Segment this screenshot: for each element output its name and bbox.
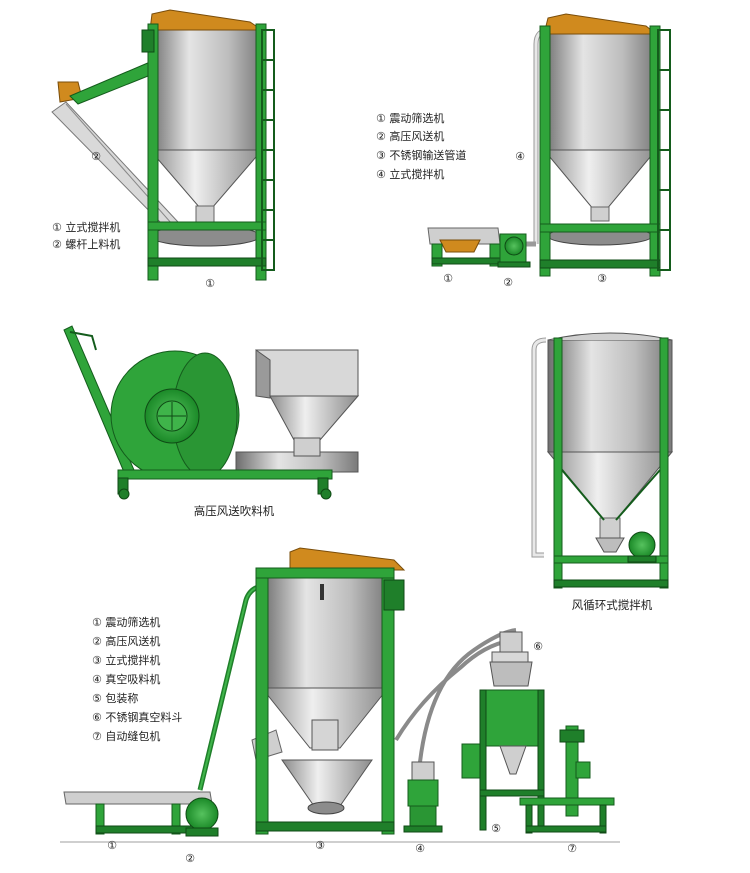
feeder-base	[117, 469, 333, 500]
blower-fan	[110, 350, 240, 480]
legend-item: ② 高压风送机	[92, 634, 160, 648]
mixer-tank	[546, 332, 674, 553]
caption-blower-feeder: 高压风送吹料机	[194, 504, 275, 518]
high-pressure-blower	[497, 233, 531, 268]
diagram-sieve-blower-pipe-mixer: ④ ① ② ③ ① 震动筛选机 ② 高压风送机 ③ 不锈钢输送管道 ④ 立式搅拌…	[376, 13, 671, 289]
legend-item: ⑤ 包装称	[92, 691, 138, 705]
feed-hopper	[255, 349, 360, 457]
vacuum-loader	[403, 761, 443, 833]
marker-sieve: ①	[107, 839, 117, 852]
auto-bag-sewing-machine	[519, 725, 615, 834]
stainless-vacuum-hopper	[489, 631, 533, 687]
diagram-full-production-line: ① ② ③ ④ ⑤ ⑥ ⑦ ① 震动筛选机 ② 高压风送机 ③ 立式搅拌机 ④ …	[60, 547, 620, 865]
legend-item: ② 螺杆上料机	[52, 237, 120, 251]
marker-mixer: ③	[315, 839, 325, 852]
legend-item: ③ 立式搅拌机	[92, 653, 160, 667]
mixer-frame	[141, 23, 275, 281]
marker-vacuum-hopper: ⑥	[533, 640, 543, 653]
mixer-frame	[553, 337, 669, 589]
mixer-frame	[539, 25, 671, 277]
marker-blower: ②	[503, 276, 513, 289]
circulation-fan	[627, 531, 657, 563]
legend-item: ① 震动筛选机	[92, 615, 160, 629]
marker-screw-loader: ②	[91, 150, 101, 163]
legend-item: ④ 真空吸料机	[92, 672, 160, 686]
marker-blower: ②	[185, 852, 195, 865]
legend-item: ① 立式搅拌机	[52, 220, 120, 234]
caption-air-circulation-mixer: 风循环式搅拌机	[572, 598, 653, 612]
circulation-pipe	[531, 337, 547, 558]
high-pressure-blower	[185, 797, 219, 837]
marker-mixer: ③	[597, 272, 607, 285]
marker-vertical-mixer: ①	[205, 277, 215, 290]
marker-bag-sewing: ⑦	[567, 842, 577, 855]
diagram-air-circulation-mixer: 风循环式搅拌机	[531, 332, 674, 612]
marker-packing-scale: ⑤	[491, 822, 501, 835]
legend-item: ③ 不锈钢输送管道	[376, 148, 466, 162]
screw-loader	[51, 61, 179, 229]
legend-item: ① 震动筛选机	[376, 111, 444, 125]
mixer-tank	[148, 9, 264, 247]
legend-item: ② 高压风送机	[376, 129, 444, 143]
marker-sieve: ①	[443, 272, 453, 285]
marker-vacuum-loader: ④	[415, 842, 425, 855]
diagram-vertical-mixer-screw-loader: ② ① ① 立式搅拌机 ② 螺杆上料机	[51, 9, 275, 290]
vibrating-sieve	[63, 791, 213, 835]
legend-item: ⑦ 自动缝包机	[92, 729, 160, 743]
vibrating-sieve	[427, 227, 503, 267]
diagram-high-pressure-blower-feeder: 高压风送吹料机	[63, 325, 360, 518]
legend-item: ④ 立式搅拌机	[376, 167, 444, 181]
mixer-tank	[251, 547, 406, 815]
mixer-frame	[255, 567, 405, 835]
legend-item: ⑥ 不锈钢真空料斗	[92, 710, 182, 724]
mixer-tank	[542, 13, 658, 246]
packing-scale	[461, 689, 545, 831]
marker-pipe: ④	[515, 150, 525, 163]
